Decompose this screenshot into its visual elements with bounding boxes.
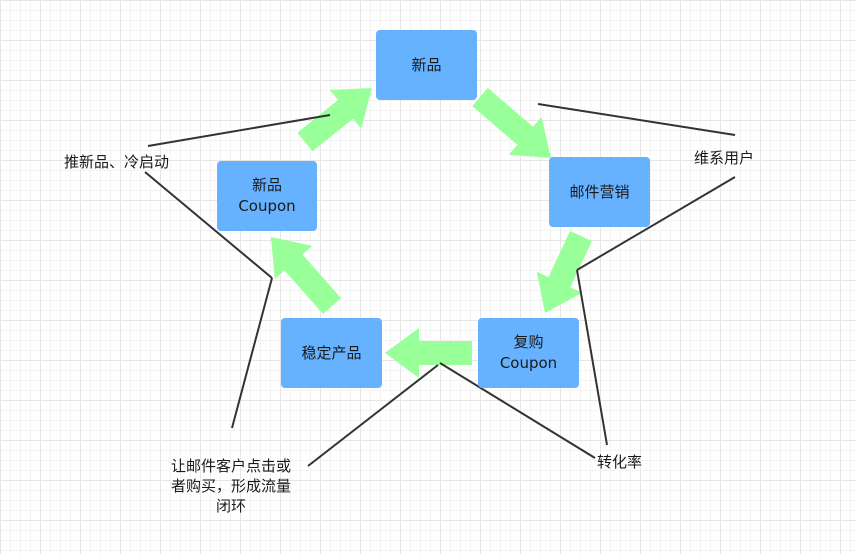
- connector-maintain-bottom: [576, 176, 736, 271]
- node-new-product-coupon-line2: Coupon: [238, 197, 296, 215]
- annotation-maintain-users: 维系用户: [694, 149, 755, 167]
- node-stable-product-label: 稳定产品: [301, 343, 362, 362]
- node-repurchase-coupon: 复购 Coupon: [478, 318, 579, 388]
- flow-arrows: [271, 87, 592, 378]
- connector-push-new-top: [147, 114, 331, 147]
- connector-conversion-bottom: [439, 362, 596, 459]
- connector-push-new-bottom: [144, 171, 273, 279]
- node-new-product-label: 新品: [411, 55, 442, 74]
- arrow-new-to-email: [472, 87, 551, 158]
- node-new-product: 新品: [376, 30, 477, 100]
- node-email-marketing-label: 邮件营销: [569, 182, 630, 201]
- node-new-product-coupon-line1: 新品: [251, 176, 282, 194]
- arrow-repurchase-to-stable: [385, 328, 472, 378]
- node-new-product-coupon: 新品 Coupon: [217, 161, 317, 231]
- connector-loop-right: [307, 364, 439, 467]
- arrow-new-coupon-to-new: [297, 88, 372, 152]
- annotation-closed-loop: 让邮件客户点击或 者购买，形成流量 闭环: [156, 456, 306, 516]
- connector-loop-left: [231, 277, 273, 429]
- node-repurchase-coupon-line2: Coupon: [499, 354, 558, 372]
- annotation-conversion: 转化率: [597, 453, 643, 471]
- connector-maintain-top: [537, 103, 736, 136]
- connector-conversion-top: [576, 269, 608, 446]
- arrow-stable-to-new-coupon: [271, 237, 341, 314]
- annotation-closed-loop-line1: 让邮件客户点击或: [170, 457, 291, 475]
- node-email-marketing: 邮件营销: [549, 157, 650, 227]
- annotation-closed-loop-line2: 者购买，形成流量: [170, 477, 291, 495]
- node-repurchase-coupon-line1: 复购: [513, 333, 544, 351]
- arrow-email-to-repurchase: [536, 230, 592, 313]
- node-stable-product: 稳定产品: [281, 318, 382, 388]
- connectors: [144, 103, 736, 467]
- annotation-closed-loop-line3: 闭环: [215, 497, 246, 515]
- annotation-push-new: 推新品、冷启动: [64, 153, 170, 171]
